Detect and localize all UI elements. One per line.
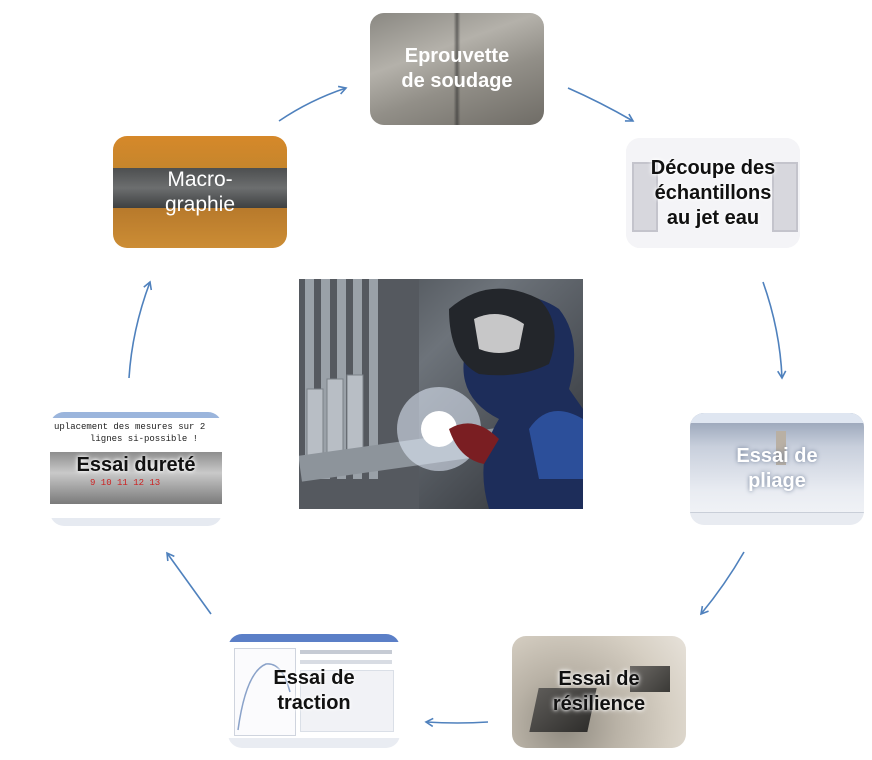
durete-screen-text: uplacement des mesures sur 2 — [54, 422, 206, 432]
node-label-line: Essai dureté — [76, 453, 196, 476]
node-decoupe-echantillons: Découpe des échantillons au jet eau — [626, 138, 800, 248]
specimen-shape — [632, 162, 658, 232]
node-label-line: graphie — [164, 193, 236, 216]
node-label-line: de soudage — [401, 70, 513, 92]
node-label-line: échantillons — [654, 181, 772, 204]
arrow-decoupe-to-pliage — [762, 281, 787, 380]
node-essai-durete: uplacement des mesures sur 2 lignes si-p… — [50, 412, 222, 526]
node-label-line: Essai de — [558, 668, 640, 690]
specimen-cut-image — [626, 138, 800, 248]
node-label-line: Eprouvette — [404, 45, 510, 67]
welder-photo — [299, 279, 583, 509]
arrow-pliage-to-resilience — [699, 551, 745, 616]
tensile-software-screenshot — [228, 634, 400, 748]
node-label-line: Macro- — [167, 168, 233, 191]
hardness-software-screenshot: uplacement des mesures sur 2 lignes si-p… — [50, 412, 222, 526]
durete-screen-text: lignes si-possible ! — [90, 434, 199, 444]
impact-specimen-image — [512, 636, 686, 748]
arrow-durete-to-macro — [128, 280, 153, 379]
arrow-macro-to-soudage — [278, 85, 348, 122]
node-essai-traction: Essai de traction — [228, 634, 400, 748]
node-label-line: résilience — [552, 693, 646, 715]
specimen-shape — [772, 162, 798, 232]
arrow-traction-to-durete — [166, 551, 212, 615]
node-label-line: traction — [277, 692, 351, 714]
bend-test-image — [690, 413, 864, 525]
node-essai-resilience: Essai de résilience — [512, 636, 686, 748]
node-macrographie: Macro- graphie — [113, 136, 287, 248]
node-essai-pliage: Essai de pliage — [690, 413, 864, 525]
node-eprouvette-soudage: Eprouvette de soudage — [370, 13, 544, 125]
node-label-line: Essai de — [273, 667, 355, 689]
node-label-line: au jet eau — [666, 206, 760, 229]
node-label-line: pliage — [748, 470, 806, 492]
arrow-resilience-to-traction — [424, 717, 489, 728]
welder-illustration — [299, 279, 583, 509]
weld-plate-image — [370, 13, 544, 125]
durete-screen-numbers: 9 10 11 12 13 — [90, 478, 161, 488]
macrograph-image — [113, 136, 287, 248]
node-label-line: Essai de — [736, 445, 818, 467]
arrow-soudage-to-decoupe — [567, 87, 635, 122]
node-label-line: Découpe des — [650, 156, 776, 179]
